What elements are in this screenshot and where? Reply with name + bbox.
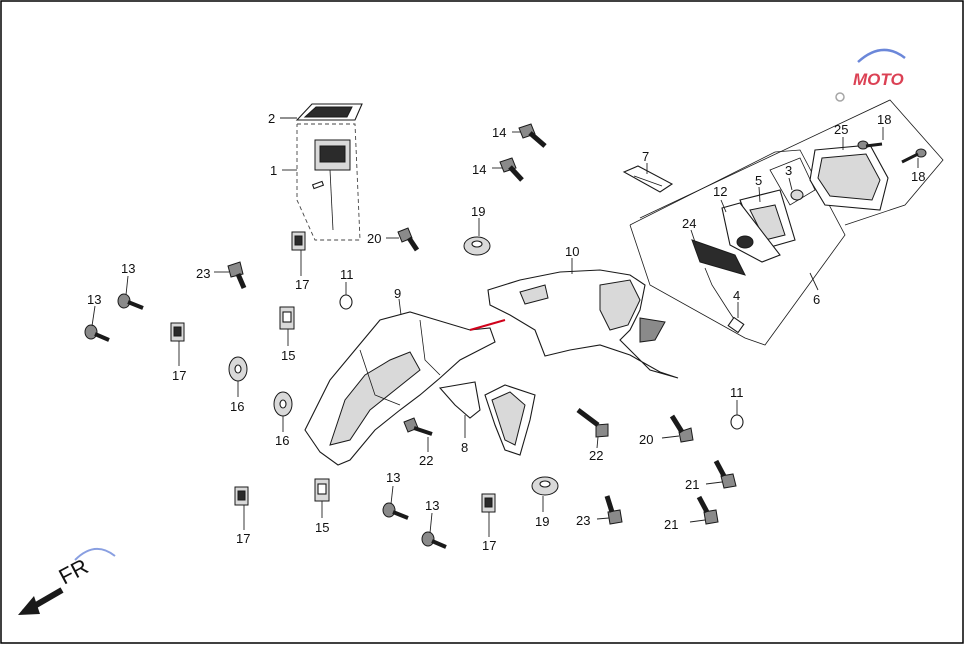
- callout: 20: [639, 432, 653, 447]
- callout: 6: [813, 292, 820, 307]
- watermark-logo: MOTO: [835, 48, 906, 102]
- callout: 21: [685, 477, 699, 492]
- part-22-bolt-right: [576, 408, 609, 449]
- callout: 17: [482, 538, 496, 553]
- callout: 13: [425, 498, 439, 513]
- callout: 18: [911, 169, 925, 184]
- part-8-hugger: [438, 381, 536, 456]
- part-17-clip-c: [234, 486, 249, 530]
- callout: 21: [664, 517, 678, 532]
- svg-text:FR: FR: [55, 554, 93, 590]
- part-9-rear-fender: [304, 298, 496, 466]
- callout: 20: [367, 231, 381, 246]
- part-19-nut-upper: [463, 218, 491, 256]
- part-19-nut-lower: [531, 476, 559, 512]
- callout-labels: 2 1 14 14 7 19 20 17 23 13 13 11 9 10 12…: [87, 111, 925, 553]
- callout: 4: [733, 288, 740, 303]
- callout: 25: [834, 122, 848, 137]
- front-direction-arrow: FR: [18, 548, 116, 615]
- callout: 8: [461, 440, 468, 455]
- callout: 17: [295, 277, 309, 292]
- part-14-bolt-upper: [512, 123, 547, 148]
- part-23-bolt-upper: [214, 261, 247, 289]
- part-21-bolt-upper: [705, 459, 737, 489]
- callout: 13: [121, 261, 135, 276]
- callout: 15: [315, 520, 329, 535]
- part-16-washer-lower: [273, 391, 293, 432]
- part-20-bolt-lower: [661, 414, 694, 443]
- callout: 18: [877, 112, 891, 127]
- part-15-clip-lower: [314, 478, 330, 518]
- part-4-connector: [727, 302, 745, 334]
- callout: 15: [281, 348, 295, 363]
- callout: 9: [394, 286, 401, 301]
- callout: 19: [471, 204, 485, 219]
- callout: 16: [230, 399, 244, 414]
- part-3-bulb: [769, 157, 816, 206]
- callout: 10: [565, 244, 579, 259]
- part-1-module: [282, 123, 361, 241]
- part-17-clip-b: [170, 322, 185, 366]
- part-25-tail-light: [639, 99, 944, 226]
- part-15-clip-upper: [279, 306, 295, 346]
- part-10-rear-cowl: [469, 258, 679, 379]
- callout: 13: [386, 470, 400, 485]
- part-6-license-light-assembly: [629, 149, 846, 346]
- callout: 22: [589, 448, 603, 463]
- callout: 14: [492, 125, 506, 140]
- callout: 11: [730, 385, 744, 400]
- part-23-bolt-lower: [596, 495, 623, 525]
- part-24-socket: [690, 229, 746, 326]
- part-16-washer-upper: [228, 356, 248, 397]
- svg-text:MOTO: MOTO: [853, 70, 904, 89]
- callout: 1: [270, 163, 277, 178]
- callout: 5: [755, 173, 762, 188]
- callout: 12: [713, 184, 727, 199]
- part-13-screw-a: [117, 275, 144, 310]
- part-20-bolt-upper: [386, 227, 420, 252]
- callout: 2: [268, 111, 275, 126]
- callout: 13: [87, 292, 101, 307]
- part-18-screw-upper: [857, 127, 884, 150]
- callout: 19: [535, 514, 549, 529]
- callout: 3: [785, 163, 792, 178]
- part-14-bolt-lower: [492, 157, 524, 182]
- callout: 11: [340, 267, 354, 282]
- part-13-screw-c: [382, 485, 409, 520]
- part-13-screw-d: [421, 512, 447, 549]
- part-21-bolt-lower: [689, 495, 719, 525]
- part-11-ring-lower: [730, 400, 744, 430]
- part-17-clip-a: [291, 231, 306, 276]
- part-11-ring-upper: [339, 282, 353, 310]
- part-17-clip-d: [481, 493, 496, 537]
- part-18-screw-lower: [901, 148, 927, 168]
- part-12-gasket: [720, 199, 781, 263]
- callout: 14: [472, 162, 486, 177]
- part-7-bracket: [622, 163, 674, 193]
- part-22-bolt-left: [403, 417, 433, 452]
- callout: 23: [576, 513, 590, 528]
- callout: 7: [642, 149, 649, 164]
- callout: 16: [275, 433, 289, 448]
- callout: 24: [682, 216, 696, 231]
- callout: 22: [419, 453, 433, 468]
- part-13-screw-b: [84, 305, 110, 342]
- callout: 23: [196, 266, 210, 281]
- callout: 17: [172, 368, 186, 383]
- part-2-plate: [280, 103, 363, 121]
- callout: 17: [236, 531, 250, 546]
